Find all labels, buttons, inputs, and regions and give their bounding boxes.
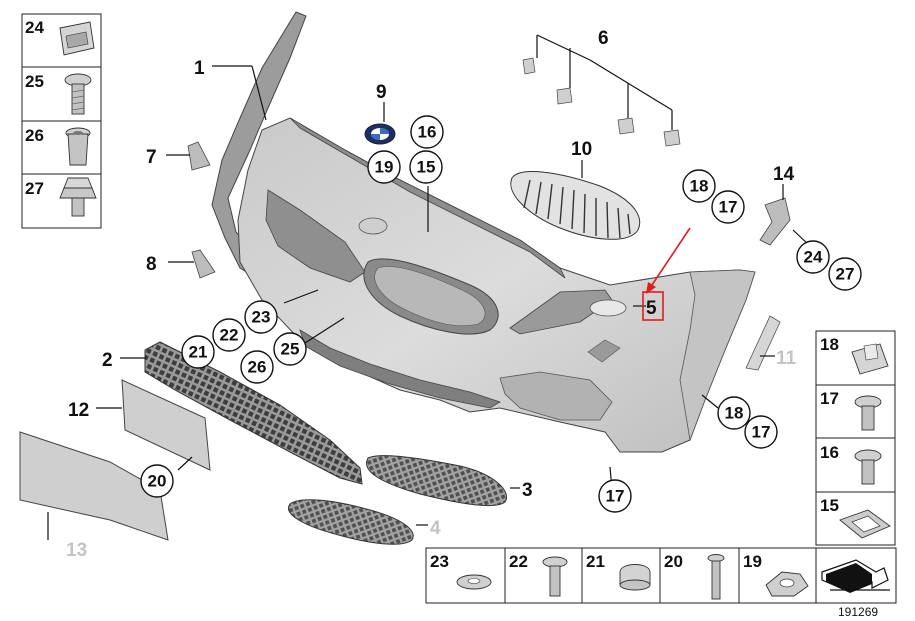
circle-callout-24: 24 xyxy=(804,248,823,267)
circle-callout-15: 15 xyxy=(417,158,436,177)
spring-clip-icon xyxy=(59,21,95,56)
circle-callout-17: 17 xyxy=(719,198,738,217)
callout-6: 6 xyxy=(598,28,609,49)
circled-callouts: 16 19 15 18 17 24 27 23 22 21 26 25 18 1… xyxy=(140,115,862,513)
right-table-label-15: 15 xyxy=(820,496,839,515)
right-table-label-17: 17 xyxy=(820,389,839,408)
bottom-table-label-22: 22 xyxy=(509,552,528,571)
square-grommet-icon xyxy=(839,509,891,539)
pan-screw-icon xyxy=(854,395,882,431)
pan-screw-icon xyxy=(854,449,882,485)
circle-callout-27: 27 xyxy=(836,265,855,284)
circle-callout-19: 19 xyxy=(375,158,394,177)
left-table-label-25: 25 xyxy=(25,72,44,91)
bolt-icon xyxy=(707,554,725,600)
circle-callout-16: 16 xyxy=(418,123,437,142)
right-fastener-table: 18 17 16 15 xyxy=(815,330,896,546)
callout-4: 4 xyxy=(430,518,441,539)
circle-callout-26: 26 xyxy=(248,358,267,377)
callout-10: 10 xyxy=(571,139,592,160)
bottom-table-label-20: 20 xyxy=(664,552,683,571)
bracket-part-8 xyxy=(191,249,216,279)
collar-nut-icon xyxy=(59,177,97,217)
leader-lines xyxy=(47,34,811,540)
callout-1: 1 xyxy=(194,58,205,79)
strip-part-13 xyxy=(19,431,169,541)
left-grille-part-4 xyxy=(287,499,414,545)
callout-9: 9 xyxy=(376,82,387,103)
cap-icon xyxy=(619,564,651,591)
circle-callout-18: 18 xyxy=(690,177,709,196)
flange-nut-icon xyxy=(765,571,809,597)
left-table-label-26: 26 xyxy=(25,126,44,145)
spring-nut-icon xyxy=(851,343,889,375)
circle-callout-22: 22 xyxy=(220,326,239,345)
callout-2: 2 xyxy=(102,350,113,371)
bottom-fastener-table: 23 22 21 20 19 xyxy=(425,547,897,604)
washer-icon xyxy=(456,574,492,590)
bottom-table-label-19: 19 xyxy=(743,552,762,571)
circle-callout-23: 23 xyxy=(252,308,271,327)
left-table-label-24: 24 xyxy=(25,18,44,37)
circle-callout-20: 20 xyxy=(148,472,167,491)
bottom-table-label-21: 21 xyxy=(586,552,605,571)
callout-14: 14 xyxy=(773,164,795,185)
clips-part-6 xyxy=(522,57,681,147)
circle-callout-25: 25 xyxy=(281,340,300,359)
lower-grille-part-2 xyxy=(144,341,363,485)
bmw-emblem-part-9 xyxy=(364,123,396,145)
screw-icon xyxy=(542,556,568,597)
callout-8: 8 xyxy=(146,254,157,275)
callout-11: 11 xyxy=(776,348,797,369)
bracket-part-14 xyxy=(759,197,791,246)
sleeve-icon xyxy=(65,127,91,166)
front-bumper-drawing xyxy=(211,11,756,453)
circle-callout-21: 21 xyxy=(189,343,208,362)
callout-3: 3 xyxy=(522,480,533,501)
right-table-label-16: 16 xyxy=(820,443,839,462)
pan-screw-icon xyxy=(64,73,92,115)
right-grille-part-3 xyxy=(366,455,507,507)
left-fastener-table: 24 25 26 27 xyxy=(21,13,102,229)
circle-callout-18b: 18 xyxy=(725,404,744,423)
circle-callout-17c: 17 xyxy=(606,487,625,506)
highlight-arrow xyxy=(646,227,691,294)
right-table-label-18: 18 xyxy=(820,335,839,354)
diagram-reference-number: 191269 xyxy=(838,605,878,619)
bracket-part-7 xyxy=(187,141,211,171)
arrow-symbol-icon xyxy=(821,559,890,593)
plate-holder-part-12 xyxy=(121,379,211,471)
callout-7: 7 xyxy=(146,147,157,168)
highlight-box xyxy=(642,291,664,321)
callout-13: 13 xyxy=(66,540,87,561)
kidney-grille-part-10 xyxy=(510,171,641,240)
side-trim-part-11 xyxy=(745,315,781,371)
circle-callout-17b: 17 xyxy=(752,423,771,442)
bottom-table-label-23: 23 xyxy=(430,552,449,571)
left-table-label-27: 27 xyxy=(25,179,44,198)
callout-12: 12 xyxy=(68,400,89,421)
callout-5: 5 xyxy=(646,298,657,319)
